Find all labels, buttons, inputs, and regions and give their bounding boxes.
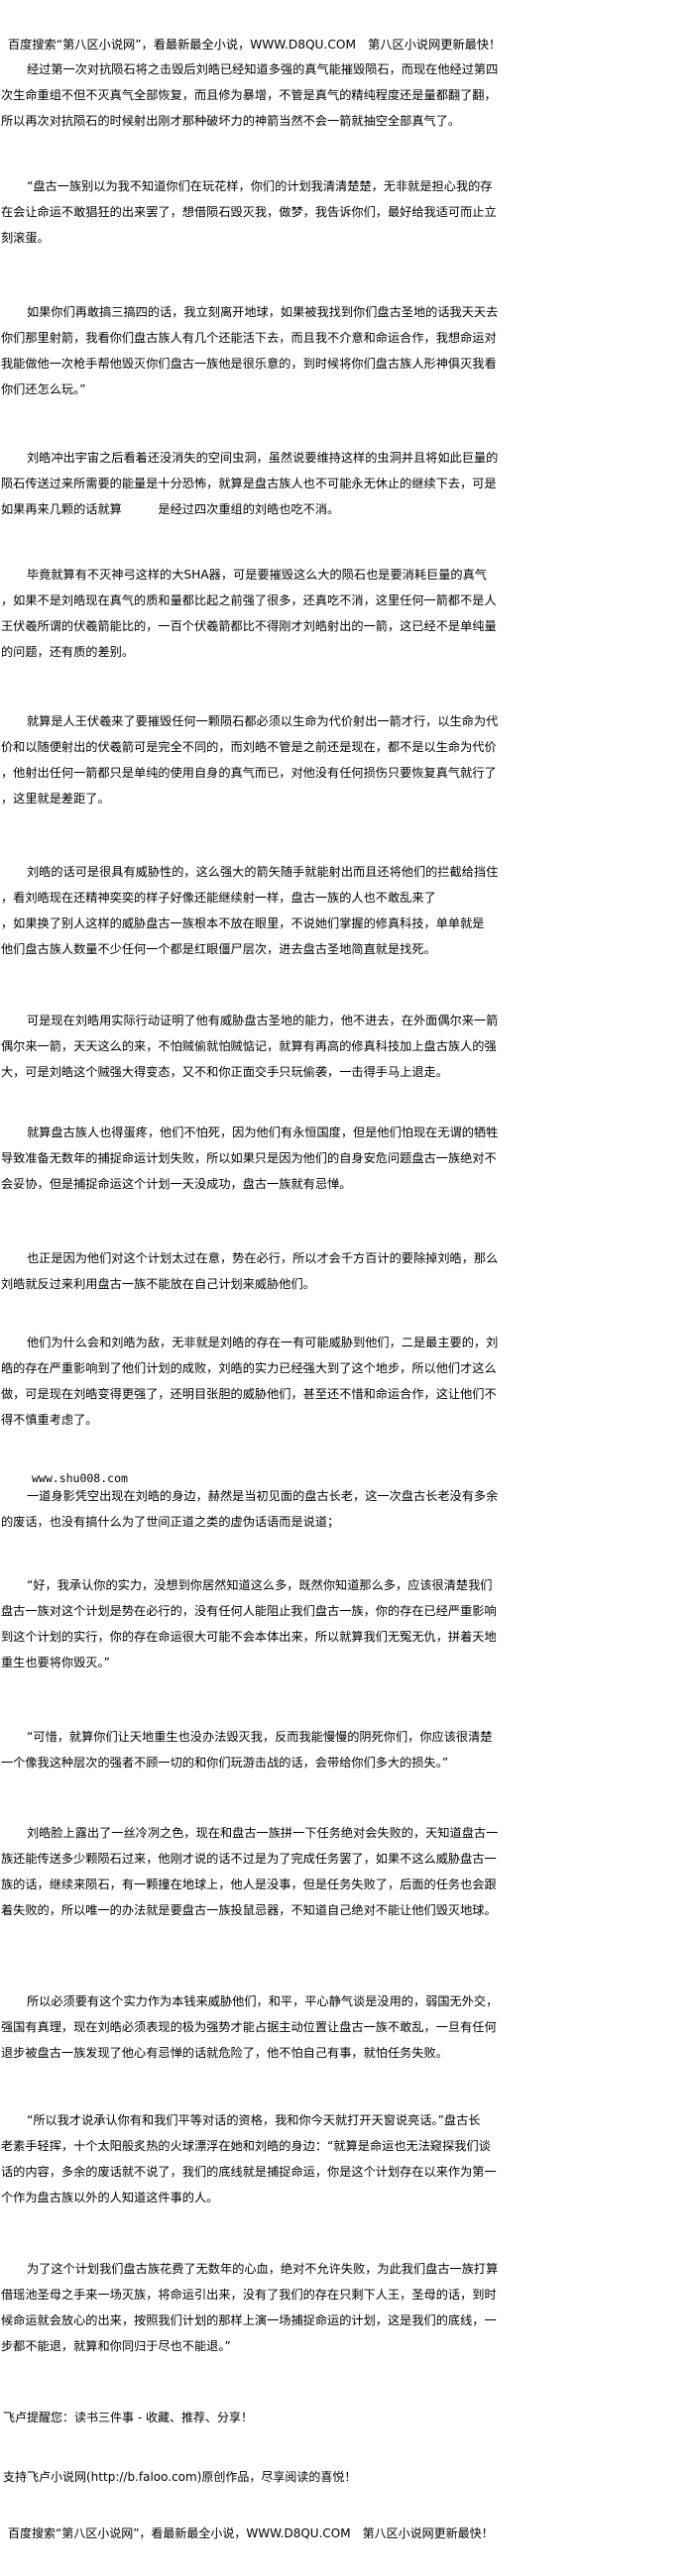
paragraph-line: 刘皓冲出宇宙之后看着还没消失的空间虫洞，虽然说要维持这样的虫洞并且将如此巨量的 <box>27 451 499 465</box>
paragraph: 毕竟就算有不灭神弓这样的大SHA器，可是要摧毁这么大的陨石也是要消耗巨量的真气 ，… <box>1 562 497 665</box>
footer-banner: 百度搜索“第八区小说网”，看最新最全小说，WWW.D8QU.COM 第八区小说网… <box>8 2526 494 2540</box>
paragraph-line: “所以我才说承认你有和我们平等对话的资格，我和你今天就打开天窗说亮话。”盘古长 <box>27 2113 481 2127</box>
paragraph-line: 如果再来几颗的话就算 是经过四次重组的刘皓也吃不消。 <box>1 502 340 516</box>
paragraph-line: 导致准备无数年的捕捉命运计划失败，所以如果只是因为他们的自身安危问题盘古一族绝对… <box>1 1151 497 1165</box>
paragraph-line: 为了这个计划我们盘古族花费了无数年的心血，绝对不允许失败，为此我们盘古一族打算 <box>27 2262 499 2276</box>
paragraph-line: 一道身影凭空出现在刘皓的身边，赫然是当初见面的盘古长老，这一次盘古长老没有多余 <box>27 1489 499 1503</box>
paragraph: 可是现在刘皓用实际行动证明了他有威胁盘古圣地的能力，他不进去，在外面偶尔来一箭偶… <box>1 1008 498 1085</box>
paragraph: 就算是人王伏羲来了要摧毁任何一颗陨石都必须以生命为代价射出一箭才行，以生命为代价… <box>1 708 498 811</box>
paragraph: “可惜，就算你们让天地重生也没办法毁灭我，反而我能慢慢的阴死你们，你应该很清楚一… <box>1 1724 492 1775</box>
paragraph-line: 刘皓脸上露出了一丝冷冽之色，现在和盘古一族拼一下任务绝对会失败的，天知道盘古一 <box>27 1826 499 1840</box>
paragraph-line: 族的话，继续来陨石，有一颗撞在地球上，他人是没事，但是任务失败了，后面的任务也会… <box>1 1878 497 1891</box>
paragraph-line: 个作为盘古族以外的人知道这件事的人。 <box>1 2191 219 2204</box>
paragraph-line: 他们盘古族人数量不少任何一个都是红眼僵尸层次，进去盘古圣地简直就是找死。 <box>1 942 436 956</box>
paragraph-line: 话的内容，多余的废话就不说了，我们的底线就是捕捉命运，你是这个计划存在以来作为第… <box>1 2165 497 2179</box>
paragraph-line: 着失败的，所以唯一的办法就是要盘古一族投鼠忌器，不知道自己绝对不能让他们毁灭地球… <box>1 1903 497 1917</box>
paragraph-line: 借瑶池圣母之手来一场灭族，将命运引出来，没有了我们的存在只剩下人王，圣母的话，到… <box>1 2288 497 2302</box>
paragraph-line: ，如果换了别人这样的威胁盘古一族根本不放在眼里，不说她们掌握的修真科技，单单就是 <box>1 916 485 930</box>
paragraph-line: 皓的存在严重影响到了他们计划的成败，刘皓的实力已经强大到了这个地步，所以他们才这… <box>1 1361 497 1375</box>
paragraph-line: 的废话，也没有搞什么为了世间正道之类的虚伪话语而是说道； <box>1 1515 340 1529</box>
paragraph-line: 到这个计划的实行，你的存在命运很大可能不会本体出来，所以就算我们无冤无仇，拼着天… <box>1 1630 497 1644</box>
paragraph-line: 你们那里射箭，我看你们盘古族人有几个还能活下去，而且我不介意和命运合作，我想命运… <box>1 331 497 345</box>
paragraph-line: 所以必须要有这个实力作为本钱来威胁他们，和平，平心静气谈是没用的，弱国无外交， <box>27 1994 499 2008</box>
source-url[interactable]: www.shu008.com <box>32 1471 128 1485</box>
paragraph: 一道身影凭空出现在刘皓的身边，赫然是当初见面的盘古长老，这一次盘古长老没有多余的… <box>1 1483 498 1535</box>
paragraph-line: 重生也要将你毁灭。” <box>1 1656 110 1669</box>
paragraph-line: 的问题，还有质的差别。 <box>1 645 135 659</box>
paragraph: 刘皓冲出宇宙之后看着还没消失的空间虫洞，虽然说要维持这样的虫洞并且将如此巨量的陨… <box>1 445 498 522</box>
paragraph: “好，我承认你的实力，没想到你居然知道这么多，既然你知道那么多，应该很清楚我们盘… <box>1 1572 497 1675</box>
paragraph-line: 可是现在刘皓用实际行动证明了他有威胁盘古圣地的能力，他不进去，在外面偶尔来一箭 <box>27 1014 499 1027</box>
paragraph-line: 经过第一次对抗陨石将之击毁后刘皓已经知道多强的真气能摧毁陨石，而现在他经过第四 <box>27 62 499 76</box>
paragraph-line: 就算盘古族人也得蛋疼，他们不怕死，因为他们有永恒国度，但是他们怕现在无谓的牺牲 <box>27 1126 499 1139</box>
paragraph-line: 价和以随便射出的伏羲箭可是完全不同的，而刘皓不管是之前还是现在，都不是以生命为代… <box>1 740 497 754</box>
paragraph-line: 强国有真理，现在刘皓必须表现的极为强势才能占据主动位置让盘古一族不敢乱，一旦有任… <box>1 2020 497 2034</box>
paragraph-line: 盘古一族对这个计划是势在必行的，没有任何人能阻止我们盘古一族，你的存在已经严重影… <box>1 1604 497 1618</box>
paragraph: 刘皓脸上露出了一丝冷冽之色，现在和盘古一族拼一下任务绝对会失败的，天知道盘古一族… <box>1 1820 498 1923</box>
paragraph-line: 就算是人王伏羲来了要摧毁任何一颗陨石都必须以生命为代价射出一箭才行，以生命为代 <box>27 714 499 728</box>
paragraph-line: 偶尔来一箭，天天这么的来，不怕贼偷就怕贼惦记，就算有再高的修真科技加上盘古族人的… <box>1 1039 497 1053</box>
paragraph: “所以我才说承认你有和我们平等对话的资格，我和你今天就打开天窗说亮话。”盘古长老… <box>1 2107 497 2210</box>
paragraph-line: 毕竟就算有不灭神弓这样的大SHA器，可是要摧毁这么大的陨石也是要消耗巨量的真气 <box>27 568 487 582</box>
paragraph-line: 刻滚蛋。 <box>1 231 50 245</box>
paragraph-line: 会妥协，但是捕捉命运这个计划一天没成功，盘古一族就有忌惮。 <box>1 1177 352 1191</box>
paragraph-line: 你们还怎么玩。” <box>1 382 86 396</box>
paragraph-line: 做，可是现在刘皓变得更强了，还明目张胆的威胁他们，甚至还不惜和命运合作，这让他们… <box>1 1387 497 1401</box>
paragraph-line: 他们为什么会和刘皓为敌，无非就是刘皓的存在一有可能威胁到他们，二是最主要的，刘 <box>27 1336 499 1349</box>
paragraph-line: 候命运就会放心的出来，按照我们计划的那样上演一场捕捉命运的计划，这是我们的底线，… <box>1 2313 497 2327</box>
paragraph: 如果你们再敢搞三搞四的话，我立刻离开地球，如果被我找到你们盘古圣地的话我天天去你… <box>1 299 498 402</box>
paragraph-line: 在会让命运不敢猖狂的出来罢了，想借陨石毁灭我，做梦，我告诉你们，最好给我适可而止… <box>1 205 497 219</box>
paragraph: 所以必须要有这个实力作为本钱来威胁他们，和平，平心静气谈是没用的，弱国无外交， 强… <box>1 1988 498 2066</box>
paragraph-line: ，如果不是刘皓现在真气的质和量都比起之前强了很多，还真吃不消，这里任何一箭都不是… <box>1 593 497 607</box>
paragraph-line: 王伏羲所谓的伏羲箭能比的，一百个伏羲箭都比不得刚才刘皓射出的一箭，这已经不是单纯… <box>1 619 497 633</box>
paragraph-line: 步都不能退，就算和你同归于尽也不能退。” <box>1 2339 231 2353</box>
paragraph-line: 所以再次对抗陨石的时候射出刚才那种破坏力的神箭当然不会一箭就抽空全部真气了。 <box>1 114 461 128</box>
paragraph-line: 次生命重组不但不灭真气全部恢复，而且修为暴增，不管是真气的精纯程度还是量都翻了翻… <box>1 88 497 102</box>
paragraph: 刘皓的话可是很具有威胁性的，这么强大的箭矢随手就能射出而且还将他们的拦截给挡住 ，… <box>1 859 498 962</box>
paragraph-line: 退步被盘古一族发现了他心有忌惮的话就危险了，他不怕自己有事，就怕任务失败。 <box>1 2046 448 2060</box>
paragraph-line: “好，我承认你的实力，没想到你居然知道这么多，既然你知道那么多，应该很清楚我们 <box>27 1578 493 1592</box>
paragraph-line: 我能做他一次枪手帮他毁灭你们盘古一族他是很乐意的，到时候将你们盘古族人形神俱灭我… <box>1 357 497 371</box>
paragraph-line: ，他射出任何一箭都只是单纯的使用自身的真气而已，对他没有任何损伤只要恢复真气就行… <box>1 766 497 780</box>
paragraph-line: 族还能传送多少颗陨石过来，他刚才说的话不过是为了完成任务罢了，如果不这么威胁盘古… <box>1 1852 497 1866</box>
header-banner: 百度搜索“第八区小说网”，看最新最全小说，WWW.D8QU.COM 第八区小说网… <box>8 38 502 52</box>
paragraph-line: 刘皓的话可是很具有威胁性的，这么强大的箭矢随手就能射出而且还将他们的拦截给挡住 <box>27 865 499 879</box>
paragraph-line: “可惜，就算你们让天地重生也没办法毁灭我，反而我能慢慢的阴死你们，你应该很清楚 <box>27 1730 493 1744</box>
paragraph-line: 陨石传送过来所需要的能量是十分恐怖，就算是盘古族人也不可能永无休止的继续下去，可… <box>1 477 497 490</box>
paragraph-line: ，看刘皓现在还精神奕奕的样子好像还能继续射一样，盘古一族的人也不敢乱来了 <box>1 891 436 905</box>
paragraph: 他们为什么会和刘皓为敌，无非就是刘皓的存在一有可能威胁到他们，二是最主要的，刘皓… <box>1 1330 498 1433</box>
paragraph: 就算盘古族人也得蛋疼，他们不怕死，因为他们有永恒国度，但是他们怕现在无谓的牺牲导… <box>1 1120 498 1197</box>
paragraph-line: “盘古一族别以为我不知道你们在玩花样，你们的计划我清清楚楚，无非就是担心我的存 <box>27 179 493 193</box>
paragraph-line: 如果你们再敢搞三搞四的话，我立刻离开地球，如果被我找到你们盘古圣地的话我天天去 <box>27 305 499 319</box>
paragraph-line: 老素手轻挥，十个太阳般炙热的火球漂浮在她和刘皓的身边：“就算是命运也无法窥探我们… <box>1 2139 491 2153</box>
paragraph: 经过第一次对抗陨石将之击毁后刘皓已经知道多强的真气能摧毁陨石，而现在他经过第四次… <box>1 56 498 134</box>
paragraph: “盘古一族别以为我不知道你们在玩花样，你们的计划我清清楚楚，无非就是担心我的存在… <box>1 173 497 251</box>
paragraph-line: 刘皓就反过来利用盘古一族不能放在自己计划来威胁他们。 <box>1 1277 315 1291</box>
footer-support-link[interactable]: 支持飞卢小说网(http://b.faloo.com)原创作品，尽享阅读的喜悦！ <box>3 2470 357 2484</box>
paragraph-line: 一个像我这种层次的强者不顾一切的和你们玩游击战的话，会带给你们多大的损失。” <box>1 1756 449 1770</box>
paragraph: 也正是因为他们对这个计划太过在意，势在必行，所以才会千方百计的要除掉刘皓，那么刘… <box>1 1245 498 1297</box>
footer-reminder: 飞卢提醒您：读书三件事 - 收藏、推荐、分享！ <box>3 2411 253 2424</box>
paragraph-line: 得不慎重考虑了。 <box>1 1413 98 1427</box>
paragraph-line: 大，可是刘皓这个贼强大得变态，又不和你正面交手只玩偷袭，一击得手马上退走。 <box>1 1065 448 1079</box>
paragraph-line: ，这里就是差距了。 <box>1 792 110 805</box>
paragraph-line: 也正是因为他们对这个计划太过在意，势在必行，所以才会千方百计的要除掉刘皓，那么 <box>27 1251 499 1265</box>
paragraph: 为了这个计划我们盘古族花费了无数年的心血，绝对不允许失败，为此我们盘古一族打算借… <box>1 2256 498 2359</box>
